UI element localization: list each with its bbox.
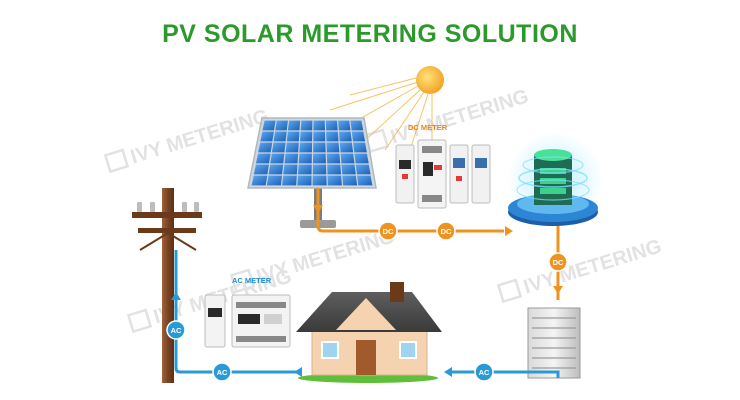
dc-badge-2: DC <box>436 221 456 241</box>
solar-cell <box>326 131 339 142</box>
solar-cell <box>299 142 313 153</box>
ac-meter-icon <box>204 294 291 348</box>
solar-cell <box>273 131 287 142</box>
dc-meter-1 <box>395 144 415 204</box>
solar-cell <box>298 164 312 175</box>
ac-meter-1 <box>204 294 226 348</box>
dc-meter-2 <box>417 139 447 209</box>
solar-cell <box>262 120 276 131</box>
watermark-logo-icon <box>103 148 130 174</box>
solar-cell <box>351 131 366 142</box>
solar-cell <box>340 153 355 164</box>
solar-cell <box>284 153 299 164</box>
watermark-text: IVY METERING <box>521 236 664 299</box>
inverter-icon <box>527 307 581 379</box>
solar-cell <box>327 164 342 175</box>
solar-cell <box>260 131 274 142</box>
solar-cell <box>275 120 288 131</box>
solar-cell <box>338 120 351 131</box>
solar-cell <box>313 120 325 131</box>
solar-cell <box>313 142 326 153</box>
watermark-text: IVY METERING <box>388 86 531 149</box>
solar-cell <box>297 175 312 186</box>
solar-cell <box>355 164 371 175</box>
solar-cell <box>270 153 285 164</box>
solar-cell <box>342 175 358 186</box>
solar-cell <box>313 131 326 142</box>
solar-cell <box>325 120 338 131</box>
solar-cell <box>353 142 367 153</box>
solar-cell <box>282 175 297 186</box>
solar-cell <box>253 164 269 175</box>
solar-panel-icon <box>247 117 377 228</box>
ac-badge-2: AC <box>212 362 232 382</box>
ac-badge-1: AC <box>474 362 494 382</box>
dc-badge-3: DC <box>548 252 568 272</box>
solar-cell <box>338 131 352 142</box>
watermark-logo-icon <box>496 278 523 304</box>
ac-meter-label: AC METER <box>232 276 272 285</box>
dc-meter-3 <box>449 144 469 204</box>
ac-badge-3: AC <box>166 320 186 340</box>
solar-cell <box>286 131 300 142</box>
solar-cell <box>268 164 284 175</box>
solar-cell <box>341 164 356 175</box>
page-title: PV SOLAR METERING SOLUTION <box>162 20 578 48</box>
dc-badge-text: DC <box>441 227 452 236</box>
solar-cell <box>285 142 299 153</box>
ac-badge-text: AC <box>171 326 182 335</box>
solar-cell <box>251 175 268 186</box>
solar-cell <box>312 164 327 175</box>
solar-cell <box>271 142 286 153</box>
watermark-2: IVY METERING <box>363 86 531 154</box>
dc-meter-label: DC METER <box>408 123 448 132</box>
solar-cell <box>298 153 312 164</box>
dc-flow-arrows <box>313 205 563 294</box>
solar-cell <box>258 142 273 153</box>
solar-cell <box>326 153 341 164</box>
solar-cell <box>350 120 364 131</box>
watermark-4: IVY METERING <box>496 236 664 304</box>
dc-meter-icon <box>395 139 491 209</box>
dc-badge-1: DC <box>378 221 398 241</box>
solar-cell <box>287 120 301 131</box>
watermark-text: IVY METERING <box>128 106 271 169</box>
solar-cell <box>312 175 327 186</box>
solar-cell <box>255 153 271 164</box>
watermark-logo-icon <box>229 268 256 294</box>
dc-badge-text: DC <box>553 258 564 267</box>
utility-pole-icon <box>132 188 202 383</box>
dc-badge-text: DC <box>383 227 394 236</box>
solar-cell <box>354 153 369 164</box>
solar-cell <box>300 131 313 142</box>
house-icon <box>296 282 442 383</box>
watermark-logo-icon <box>126 308 153 334</box>
solar-cell <box>283 164 298 175</box>
solar-cell <box>326 142 340 153</box>
dc-meter-4 <box>471 144 491 204</box>
watermark-1: IVY METERING <box>103 106 271 174</box>
ac-meter-2 <box>231 294 291 348</box>
ac-badge-text: AC <box>217 368 228 377</box>
ac-flow-arrows <box>171 292 452 377</box>
solar-cell <box>312 153 326 164</box>
solar-cell <box>327 175 342 186</box>
battery-storage-icon <box>507 132 603 228</box>
solar-cell <box>357 175 373 186</box>
solar-cell <box>266 175 283 186</box>
solar-cell <box>339 142 354 153</box>
ac-badge-text: AC <box>479 368 490 377</box>
solar-cell <box>300 120 313 131</box>
